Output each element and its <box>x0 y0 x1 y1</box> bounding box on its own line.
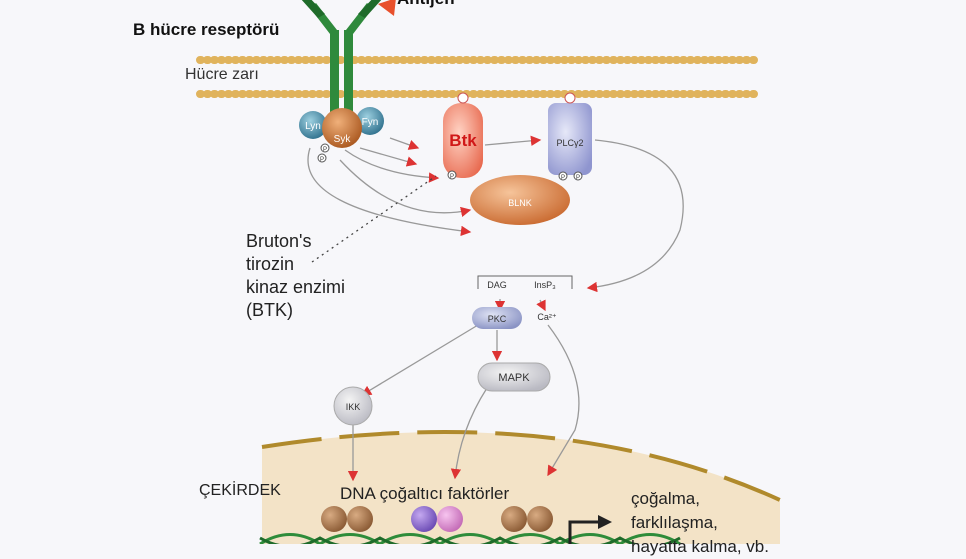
p-label: P <box>576 175 580 181</box>
plcg2-label: PLCγ2 <box>556 138 583 148</box>
lyn-label: Lyn <box>305 121 321 132</box>
btk-caption: Bruton's tirozin kinaz enzimi (BTK) <box>246 230 386 322</box>
insp3-label: InsP₃ <box>534 280 556 290</box>
mapk-label: MAPK <box>498 372 530 384</box>
ca-label: Ca²⁺ <box>537 312 557 322</box>
pkc-label: PKC <box>488 314 507 324</box>
btk-protein <box>443 92 483 180</box>
outcome-line1: çoğalma, <box>631 489 700 508</box>
outcome-line3: hayatta kalma, vb. <box>631 537 769 556</box>
fyn-protein <box>356 107 384 135</box>
nucleus-label: ÇEKİRDEK <box>199 482 281 499</box>
p-label: P <box>561 175 565 181</box>
blnk-label: BLNK <box>508 198 532 208</box>
dna-factors-label: DNA çoğaltıcı faktörler <box>340 484 510 503</box>
mapk-protein <box>477 362 551 392</box>
membrane-label: Hücre zarı <box>185 66 259 83</box>
antigen-label: Antijen <box>397 0 455 9</box>
signal-arrows <box>307 135 684 482</box>
btk-protein-label: Btk <box>449 131 477 150</box>
btk-pointer-line <box>311 175 437 263</box>
ikk-label: IKK <box>346 402 361 412</box>
transcription-start-arrow <box>568 520 600 544</box>
outcome-label: çoğalma, farklılaşma, hayatta kalma, vb. <box>631 487 931 559</box>
nucleus-region <box>261 430 781 544</box>
b-cell-receptor <box>301 0 382 120</box>
dna-helix <box>259 533 681 544</box>
second-messenger-box <box>477 275 573 289</box>
pathway-diagram: Lyn Fyn Syk Btk PLCγ2 BLNK DAG InsP₃ PKC… <box>196 0 781 544</box>
p-label: P <box>450 174 454 180</box>
receptor-label: B hücre reseptörü <box>133 20 280 39</box>
transcription-factors <box>321 506 553 532</box>
syk-label: Syk <box>334 134 352 145</box>
pkc-protein <box>472 307 522 329</box>
btk-caption-line3: kinaz enzimi <box>246 277 346 297</box>
fyn-label: Fyn <box>362 117 379 128</box>
blnk-protein <box>470 175 570 225</box>
outcome-line2: farklılaşma, <box>631 513 718 532</box>
btk-caption-line2: tirozin <box>246 254 295 274</box>
btk-caption-line4: (BTK) <box>246 300 293 320</box>
ikk-protein <box>333 386 373 426</box>
antigen-shape <box>378 0 396 16</box>
cell-membrane <box>196 56 764 98</box>
lyn-protein <box>299 111 327 139</box>
p-label: P <box>320 157 324 163</box>
syk-protein <box>322 108 362 148</box>
p-label: P <box>323 147 327 153</box>
btk-caption-line1: Bruton's <box>246 231 312 251</box>
plcg2-protein <box>548 92 592 181</box>
dag-label: DAG <box>487 280 507 290</box>
